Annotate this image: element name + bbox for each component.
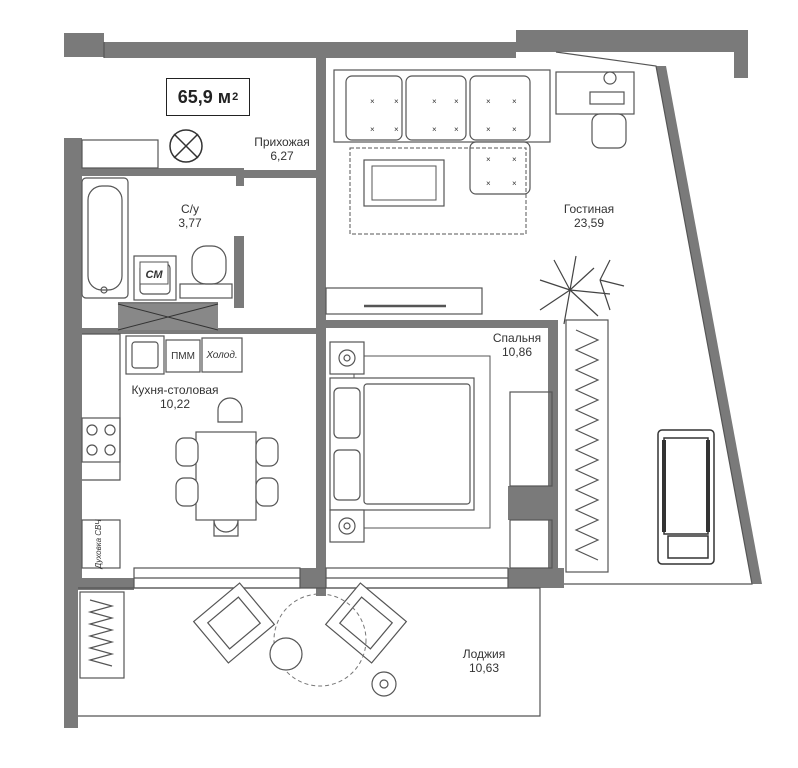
sofa	[333, 69, 551, 195]
bed	[329, 377, 475, 511]
side-table	[269, 637, 303, 671]
oven-label: Духовка СВЧ	[94, 519, 103, 570]
room-area-living: 23,59	[574, 216, 604, 230]
room-area-bedroom: 10,86	[502, 345, 532, 359]
svg-text:×: ×	[432, 125, 437, 134]
room-name-living: Гостиная	[564, 202, 614, 216]
armchair	[192, 582, 408, 664]
stove-icon	[86, 424, 116, 456]
room-name-loggia: Лоджия	[463, 647, 506, 661]
room-area-loggia: 10,63	[469, 661, 499, 675]
bathtub	[81, 177, 129, 299]
svg-text:×: ×	[394, 125, 399, 134]
fridge-label: Холод.	[205, 350, 237, 361]
dining-table	[175, 397, 279, 537]
dishwasher	[165, 339, 201, 373]
total-area-value: 65,9 м	[177, 86, 232, 107]
loggia-radiator	[79, 591, 125, 679]
desk	[555, 71, 635, 149]
svg-text:×: ×	[512, 179, 517, 188]
radiator	[565, 319, 609, 573]
svg-text:×: ×	[394, 97, 399, 106]
svg-text:×: ×	[370, 125, 375, 134]
dishwasher-label: ПММ	[171, 351, 195, 362]
total-area-unit-sup: 2	[232, 91, 239, 103]
washer-label: СМ	[145, 269, 163, 281]
room-area-hall: 6,27	[270, 149, 294, 163]
svg-text:×: ×	[512, 125, 517, 134]
rug	[349, 147, 527, 235]
coffee-table	[363, 159, 445, 207]
washer-icon	[139, 261, 169, 285]
room-name-kitchen: Кухня-столовая	[131, 383, 218, 397]
round-rug	[273, 593, 367, 687]
svg-text:×: ×	[432, 97, 437, 106]
svg-text:×: ×	[486, 179, 491, 188]
svg-text:×: ×	[486, 155, 491, 164]
room-area-bath: 3,77	[178, 216, 202, 230]
svg-text:×: ×	[454, 97, 459, 106]
shaft-cross	[117, 303, 219, 331]
fridge	[201, 337, 243, 373]
thin-lines	[78, 42, 753, 717]
room-name-hall: Прихожая	[254, 135, 310, 149]
nightstand-icon	[329, 341, 365, 543]
room-area-kitchen: 10,22	[160, 397, 190, 411]
svg-text:×: ×	[512, 97, 517, 106]
plant-icon	[539, 255, 625, 325]
treadmill	[657, 429, 715, 565]
svg-text:×: ×	[370, 97, 375, 106]
floor-lamp-icon	[371, 671, 397, 697]
svg-text:×: ×	[454, 125, 459, 134]
hall-lamp-icon	[169, 129, 203, 163]
svg-text:×: ×	[486, 125, 491, 134]
svg-text:×: ×	[486, 97, 491, 106]
room-name-bath: С/у	[181, 202, 199, 216]
svg-text:×: ×	[512, 155, 517, 164]
sink	[125, 335, 165, 375]
sofa-buttons: × × × × × × × × × × × × × × × ×	[370, 97, 517, 188]
room-name-bedroom: Спальня	[493, 331, 541, 345]
